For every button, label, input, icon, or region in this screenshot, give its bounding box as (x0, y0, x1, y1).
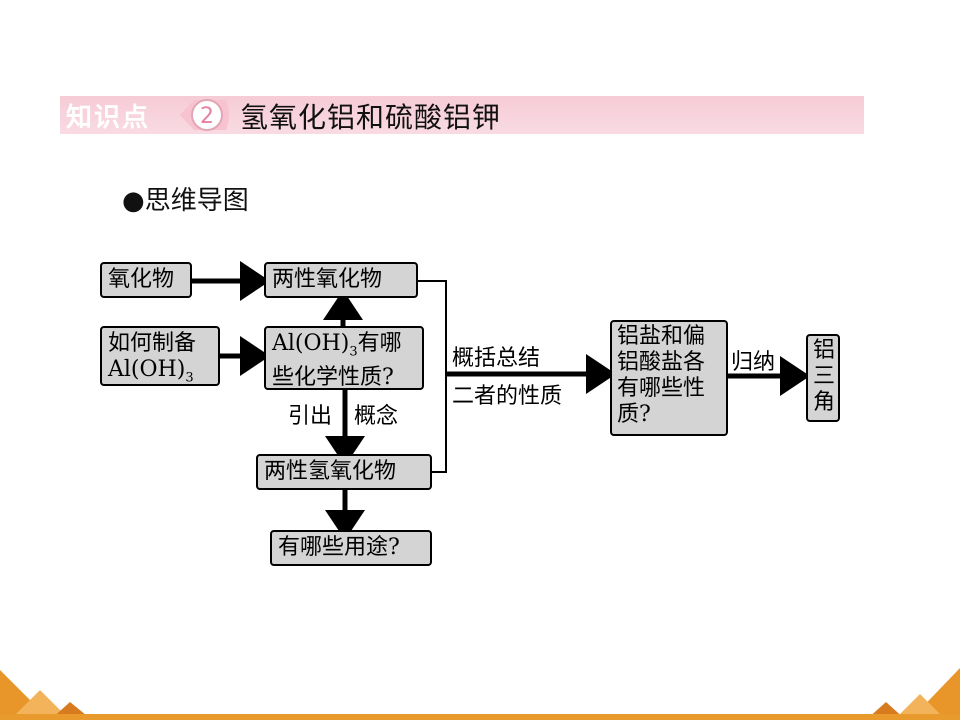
node-uses: 有哪些用途? (270, 530, 432, 566)
node-prepare-line1: 如何制备 (108, 331, 197, 356)
section-title: 氢氧化铝和硫酸铝钾 (240, 101, 502, 134)
node-aluminum-triangle: 铝 三 角 (806, 334, 840, 422)
node-oxide: 氧化物 (100, 262, 192, 298)
node-amphoteric-oxide: 两性氧化物 (264, 262, 418, 298)
node-triangle-line2: 三 (813, 364, 836, 389)
node-properties-line2: 些化学性质? (272, 365, 394, 391)
decorative-corner-left (0, 670, 92, 720)
node-salts-line4: 质? (617, 402, 651, 427)
node-amphoteric-oxide-text: 两性氧化物 (272, 267, 383, 292)
mind-map-heading: ●思维导图 (122, 180, 249, 217)
knowledge-point-tag: 知识点 (66, 103, 151, 133)
node-salts-line3: 有哪些性 (617, 376, 706, 401)
node-salts-line1: 铝盐和偏 (617, 324, 706, 349)
node-triangle-line1: 铝 (813, 338, 836, 363)
node-uses-text: 有哪些用途? (278, 535, 400, 560)
node-prepare-line2: Al(OH)3 (108, 357, 194, 386)
label-concept: 概念 (354, 404, 399, 429)
tag-number-badge: 2 (180, 99, 229, 131)
node-triangle-line3: 角 (813, 390, 836, 415)
node-oxide-text: 氧化物 (108, 267, 175, 292)
label-induce: 归纳 (731, 350, 776, 375)
label-intro: 引出 (288, 404, 333, 429)
node-salts: 铝盐和偏 铝酸盐各 有哪些性 质? (610, 320, 728, 436)
node-properties-line1: Al(OH)3有哪 (272, 331, 402, 360)
node-salts-line2: 铝酸盐各 (617, 350, 706, 375)
label-summary-line2: 二者的性质 (452, 384, 563, 409)
node-amphoteric-hydroxide-text: 两性氢氧化物 (264, 459, 397, 484)
label-summary-line1: 概括总结 (452, 346, 541, 371)
mind-map-title: 思维导图 (144, 186, 249, 216)
node-prepare: 如何制备 Al(OH)3 (100, 326, 220, 386)
decorative-corner-right (866, 668, 960, 720)
node-amphoteric-hydroxide: 两性氢氧化物 (256, 454, 432, 490)
node-properties: Al(OH)3有哪 些化学性质? (264, 326, 424, 390)
bullet: ● (122, 186, 145, 216)
bottom-accent-bar (0, 714, 960, 720)
tag-number: 2 (200, 104, 214, 129)
